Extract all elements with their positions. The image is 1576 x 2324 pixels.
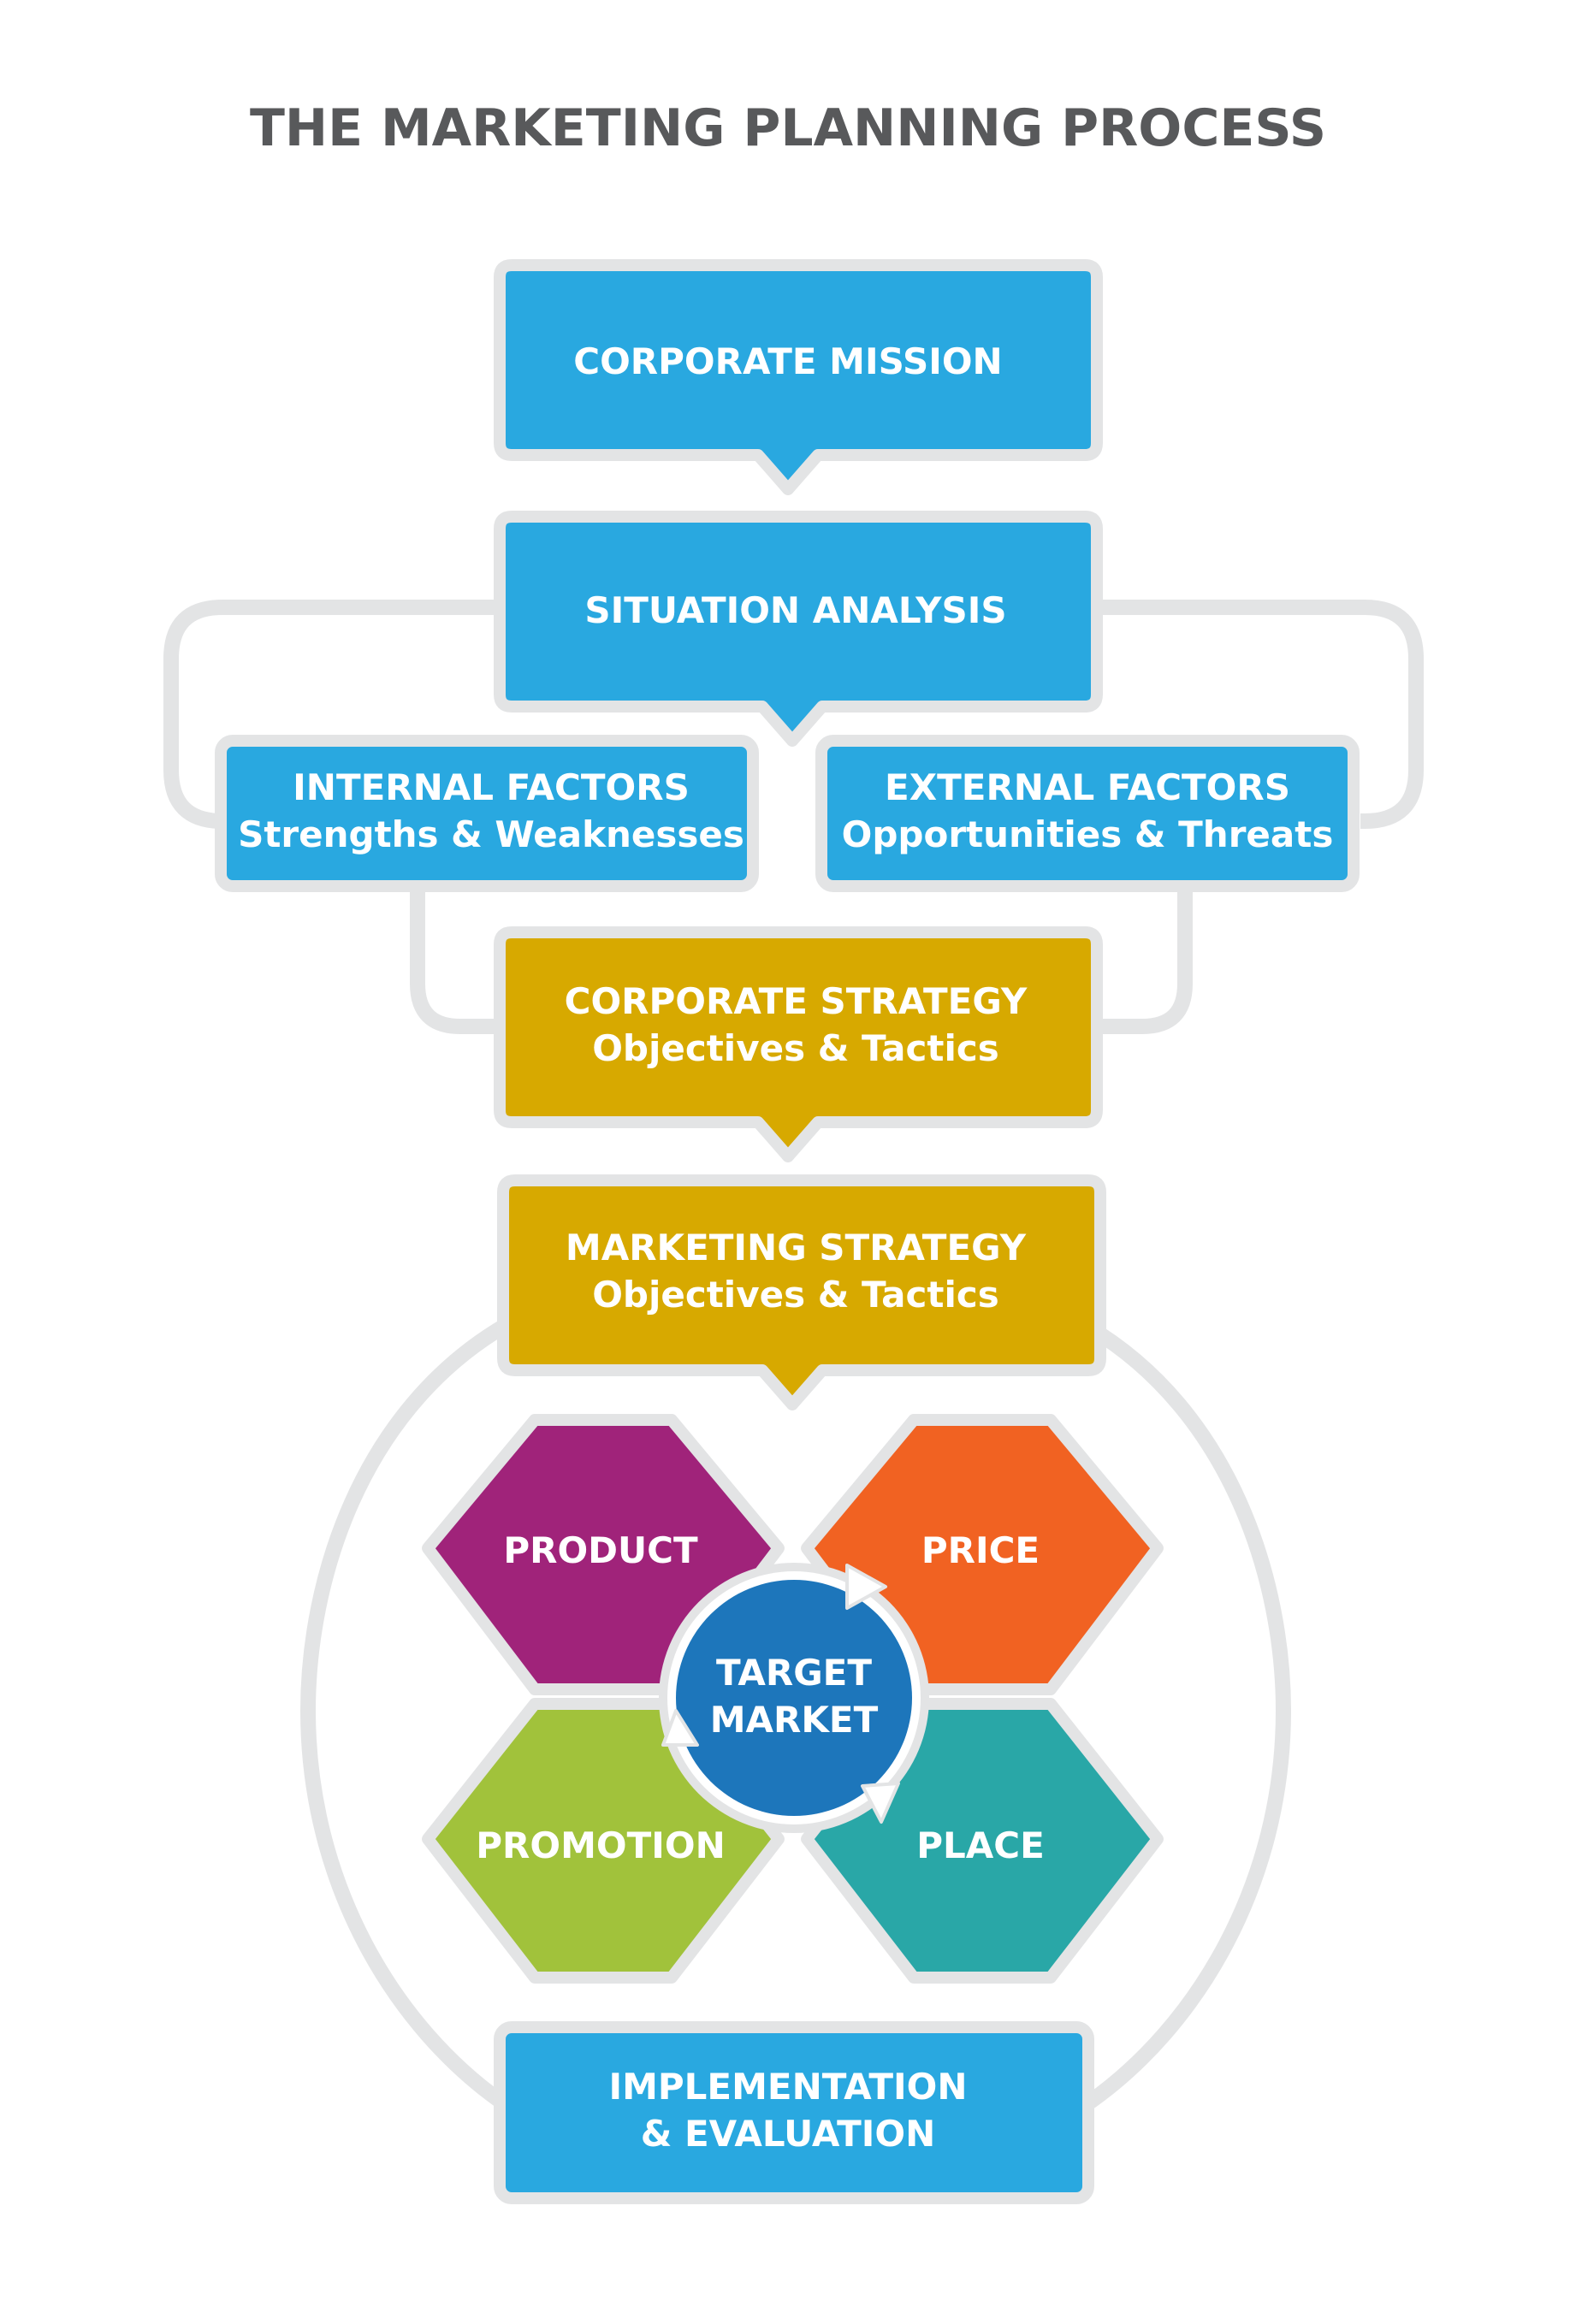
connector-external-to-corporate-strategy [1087, 890, 1193, 1034]
cycle-arrow-right-icon [861, 1782, 900, 1824]
target-market-line2: MARKET [710, 1699, 879, 1741]
corporate-mission-label: CORPORATE MISSION [573, 340, 1002, 382]
external-factors-title: EXTERNAL FACTORS [885, 766, 1290, 808]
external-factors-box: EXTERNAL FACTORS Opportunities & Threats [815, 735, 1360, 892]
target-market-circle: TARGET MARKET [659, 1563, 929, 1833]
external-factors-subtitle: Opportunities & Threats [842, 813, 1334, 855]
implementation-title: IMPLEMENTATION [608, 2066, 967, 2108]
marketing-strategy-box: MARKETING STRATEGY Objectives & Tactics [497, 1174, 1106, 1410]
corporate-strategy-subtitle: Objectives & Tactics [592, 1027, 999, 1069]
corporate-strategy-title: CORPORATE STRATEGY [565, 980, 1028, 1022]
implementation-box: IMPLEMENTATION & EVALUATION [494, 2021, 1094, 2204]
place-label: PLACE [916, 1824, 1045, 1866]
connector-situation-to-external [1087, 600, 1424, 829]
connector-lines [163, 600, 1424, 2111]
connector-internal-to-corporate-strategy [410, 890, 505, 1034]
internal-factors-subtitle: Strengths & Weaknesses [238, 813, 744, 855]
product-label: PRODUCT [503, 1529, 698, 1571]
diagram-title: THE MARKETING PLANNING PROCESS [250, 98, 1326, 158]
connector-marketing-loop-right [1081, 1319, 1291, 2111]
connector-marketing-loop [300, 1319, 510, 2111]
implementation-subtitle: & EVALUATION [641, 2113, 936, 2155]
marketing-strategy-title: MARKETING STRATEGY [566, 1227, 1027, 1268]
corporate-strategy-box: CORPORATE STRATEGY Objectives & Tactics [494, 926, 1103, 1162]
target-market-line1: TARGET [716, 1652, 872, 1694]
internal-factors-box: INTERNAL FACTORS Strengths & Weaknesses [215, 735, 759, 892]
cycle-arrow-icons [661, 1564, 900, 1824]
situation-analysis-label: SITUATION ANALYSIS [584, 589, 1006, 631]
marketing-strategy-subtitle: Objectives & Tactics [592, 1274, 999, 1316]
corporate-mission-box: CORPORATE MISSION [494, 259, 1103, 495]
promotion-label: PROMOTION [476, 1824, 725, 1866]
situation-analysis-box: SITUATION ANALYSIS [494, 511, 1103, 747]
internal-factors-title: INTERNAL FACTORS [293, 766, 690, 808]
price-label: PRICE [921, 1529, 1040, 1571]
connector-situation-to-internal [163, 600, 505, 829]
cycle-arrow-left-icon [661, 1709, 699, 1747]
cycle-arrow-top-icon [845, 1564, 887, 1610]
